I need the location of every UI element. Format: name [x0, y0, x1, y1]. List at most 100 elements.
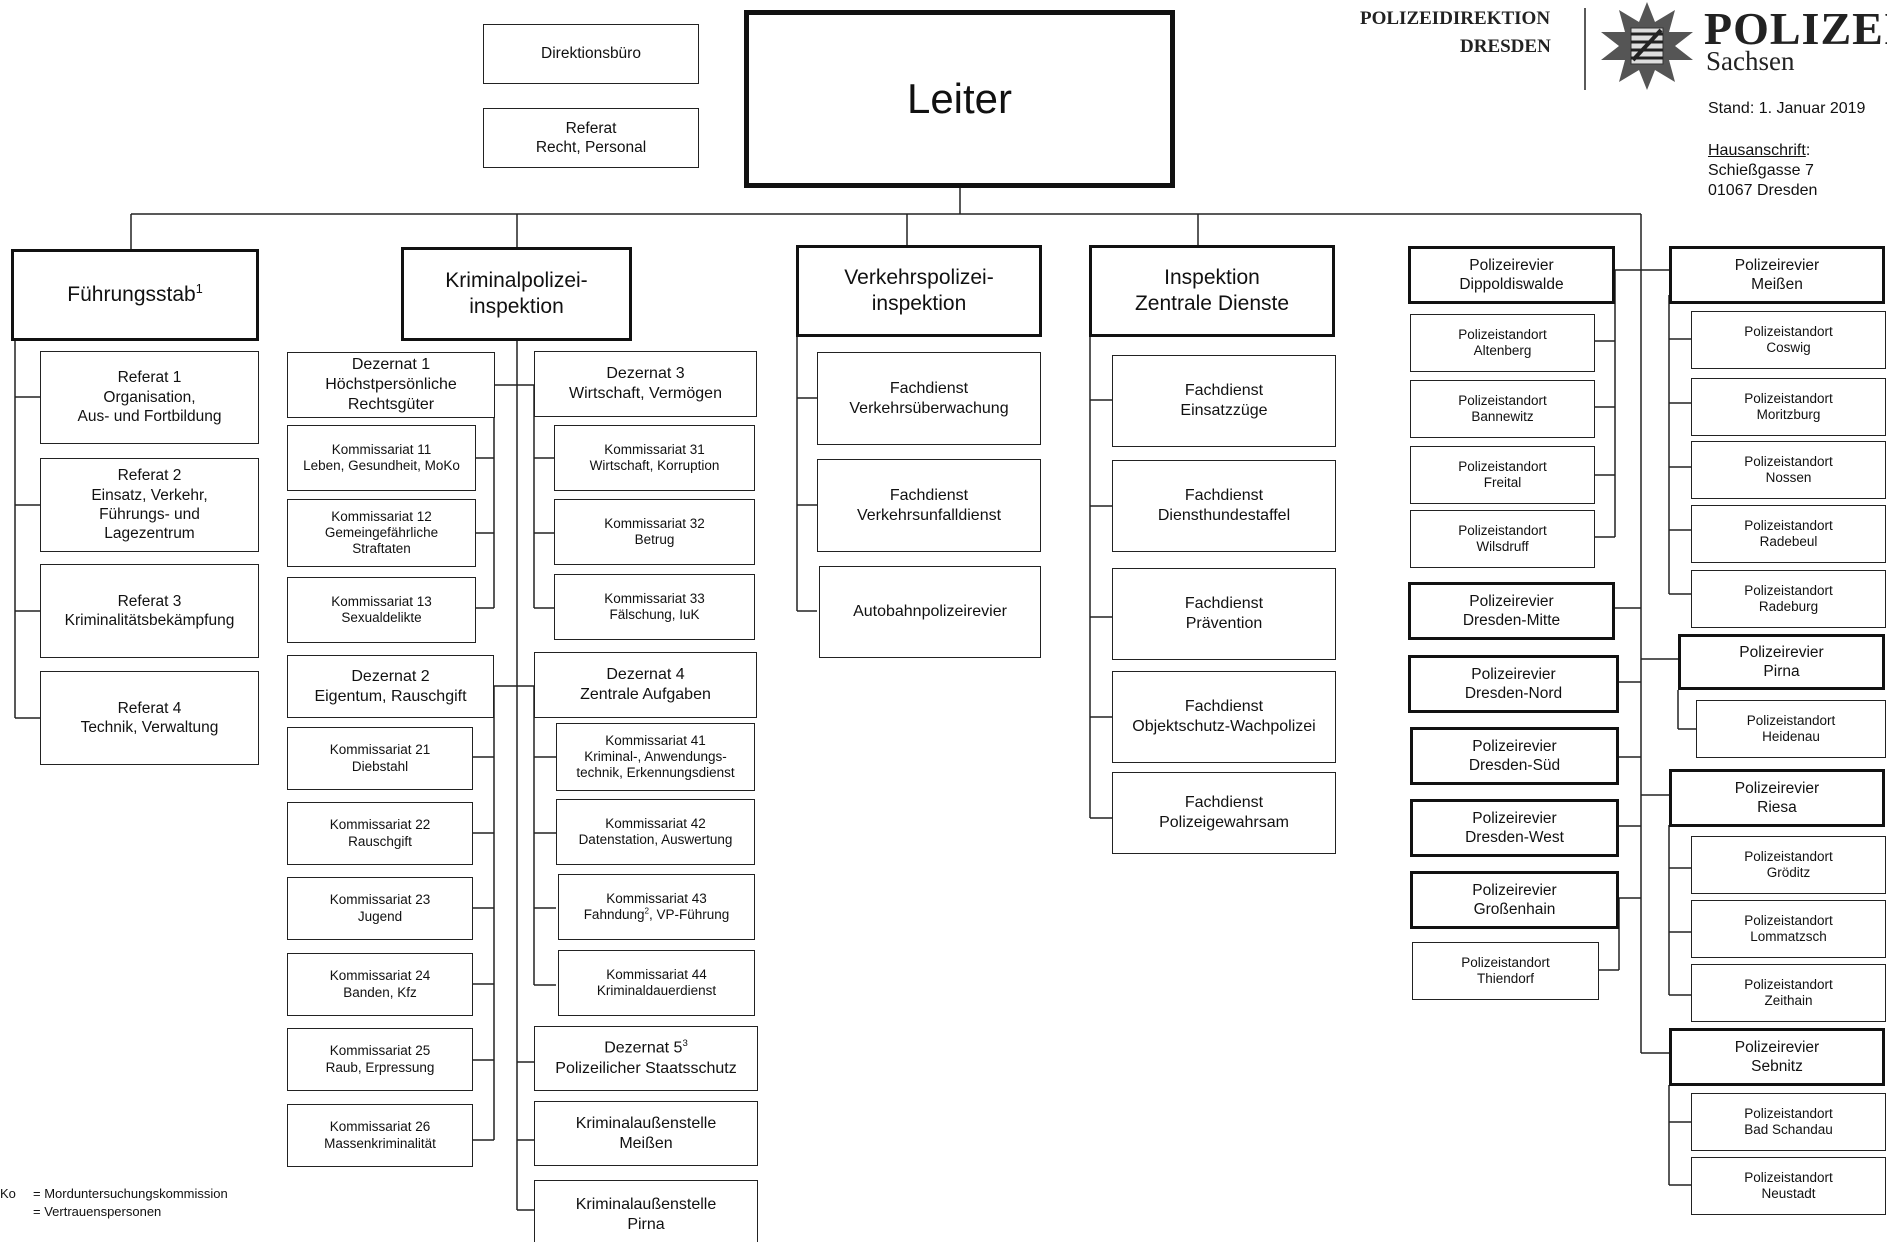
box-line: Polizeirevier [1734, 256, 1820, 274]
box-line: Kommissariat 26 [329, 1119, 431, 1135]
box-line: Polizeistandort [1744, 390, 1833, 406]
box-line: Polizeistandort [1744, 517, 1833, 533]
box-line: Polizeistandort [1458, 522, 1547, 538]
box-line: Führungs- und [99, 506, 200, 523]
box-line: Radeburg [1758, 599, 1819, 614]
brand-word: POLIZEI [1704, 3, 1887, 54]
box-line: Polizeistandort [1744, 912, 1833, 928]
box-line: Dresden-Mitte [1462, 612, 1561, 629]
box-line: Referat 2 [117, 467, 182, 485]
box-line: Jugend [357, 908, 403, 924]
footnote-sup: 1 [195, 281, 203, 296]
box-line: Zentrale Dienste [1134, 292, 1290, 315]
box-line: Leben, Gesundheit, MoKo [303, 458, 460, 473]
box-line: Objektschutz-Wachpolizei [1132, 718, 1316, 735]
box-line: Wirtschaft, Vermögen [569, 385, 722, 402]
box-line: Kriminalaußenstelle [575, 1196, 717, 1213]
leiter-box: Leiter [744, 10, 1175, 188]
box-line: Polizeirevier [1734, 1038, 1820, 1056]
box-line: Einsatzzüge [1180, 402, 1268, 419]
box-line: Pirna [627, 1216, 665, 1233]
box-line: Thiendorf [1476, 971, 1535, 986]
box-line: Pirna [1763, 663, 1800, 680]
box-line: Kriminaldauerdienst [596, 983, 717, 998]
box-line: inspektion [871, 292, 967, 315]
box-line: Eigentum, Rauschgift [314, 687, 467, 705]
kpi-box: Kriminalpolizei-inspektion [401, 247, 632, 341]
box-line: Kommissariat 21 [329, 742, 431, 758]
box-line: Referat 4 [117, 699, 182, 717]
box-line: Lagezentrum [104, 525, 195, 543]
address-block: Hausanschrift: Schießgasse 7 01067 Dresd… [1708, 141, 1817, 201]
box-line: Heidenau [1762, 729, 1820, 744]
direction-line2: DRESDEN [1460, 36, 1551, 57]
leiter-label: Leiter [906, 74, 1013, 122]
box-line: Verkehrsunfalldienst [856, 506, 1002, 524]
box-line: Bad Schandau [1744, 1122, 1833, 1137]
box-line: Referat 1 [117, 369, 182, 387]
box-line: Verkehrsüberwachung [849, 399, 1009, 417]
box-line: Wilsdruff [1476, 539, 1529, 554]
box-line: Diensthundestaffel [1157, 507, 1291, 524]
box-line: Prävention [1185, 615, 1263, 632]
box-line: Fachdienst [889, 486, 969, 504]
box-line: Kommissariat 11 [331, 441, 432, 457]
box-line: Polizeirevier [1472, 881, 1557, 899]
box-line: Moritzburg [1756, 407, 1821, 422]
box-line: Polizeirevier [1472, 737, 1557, 755]
box-line: Polizeigewahrsam [1159, 814, 1289, 831]
dezernat-5-line: Dezernat 53 [604, 1038, 688, 1058]
box-line: Polizeirevier [1739, 643, 1824, 661]
box-line: Bannewitz [1471, 409, 1534, 424]
box-line: Zeithain [1764, 993, 1813, 1008]
box-line: Polizeistandort [1744, 848, 1833, 864]
fuehrungsstab-label: Führungsstab1 [67, 282, 202, 308]
box-line: Polizeistandort [1744, 323, 1833, 339]
box-line: Dresden-Nord [1464, 685, 1563, 702]
autobahnpolizeirevier-box: Autobahnpolizeirevier [819, 566, 1041, 658]
box-line: Diebstahl [351, 758, 409, 774]
legend-vp: = Vertrauenspersonen [33, 1204, 162, 1219]
box-line: Raub, Erpressung [325, 1059, 435, 1075]
box-line: Gemeingefährliche [324, 524, 439, 540]
box-line: Betrug [634, 532, 675, 547]
box-line: Polizeistandort [1744, 976, 1833, 992]
box-line: Polizeirevier [1469, 256, 1554, 274]
box-line: Kommissariat 13 [331, 593, 432, 609]
box-line: Datenstation, Auswertung [578, 832, 733, 847]
legend-moko: = Morduntersuchungskommission [33, 1186, 228, 1201]
box-line: Sebnitz [1751, 1058, 1803, 1075]
address-city: 01067 Dresden [1708, 182, 1818, 199]
box-line: Lommatzsch [1750, 929, 1827, 944]
box-line: Autobahnpolizeirevier [853, 603, 1007, 620]
box-line: Nossen [1765, 470, 1812, 485]
police-star-icon [1601, 2, 1693, 90]
box-line: Dezernat 1 [351, 356, 431, 373]
